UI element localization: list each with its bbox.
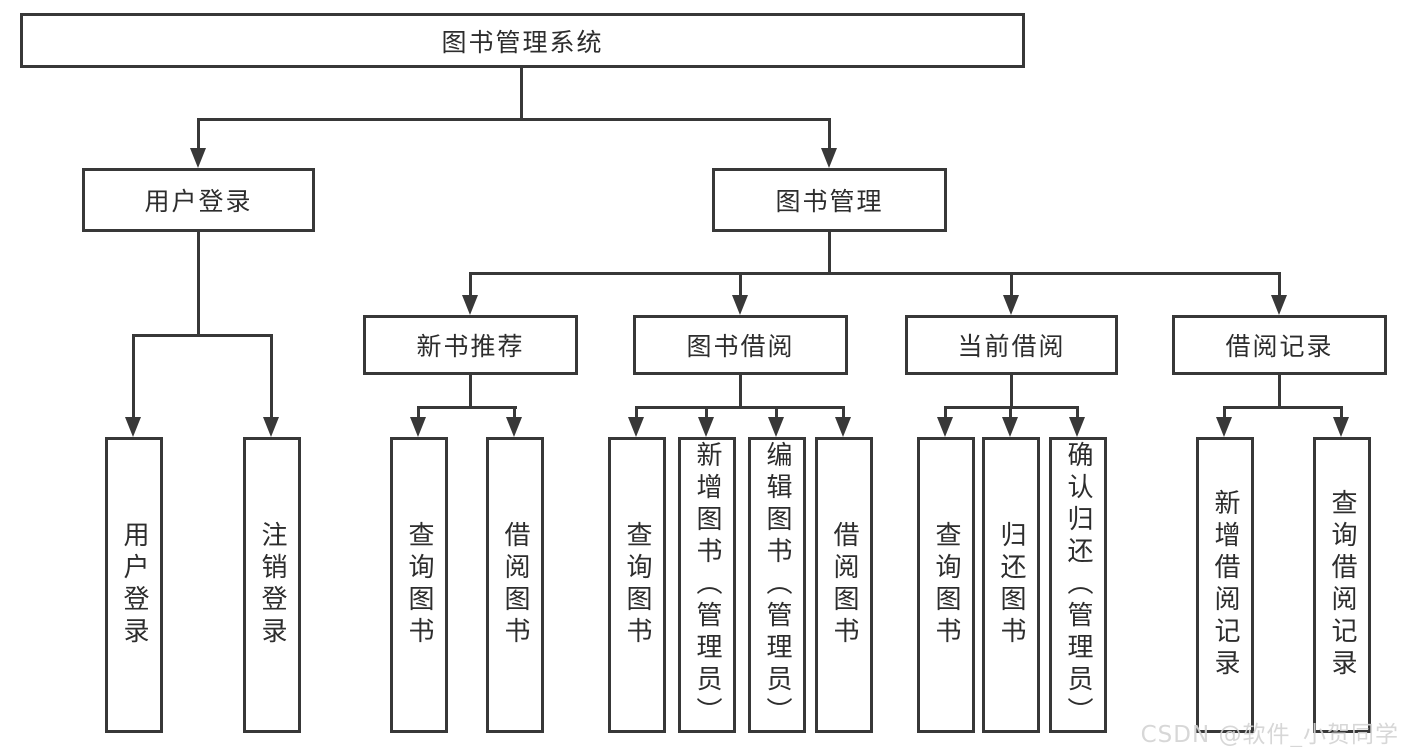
connector-arrow-down [1216,417,1232,437]
node-label: 确认归还（管理员） [1063,441,1093,729]
connector-arrow-down [732,295,748,315]
connector-line [469,272,472,298]
connector-line [417,406,420,420]
node-book-borrowing: 图书借阅 [633,315,848,375]
node-leaf-query-books-1: 查询图书 [390,437,448,733]
connector-arrow-down [1333,417,1349,437]
connector-line [739,373,742,408]
connector-line [1223,406,1226,420]
node-label: 归还图书 [996,521,1026,649]
connector-line [197,118,831,121]
connector-line [1009,406,1012,420]
connector-arrow-down [125,417,141,437]
node-leaf-query-books-2: 查询图书 [608,437,666,733]
node-leaf-borrow-books-2: 借阅图书 [815,437,873,733]
node-leaf-add-borrow-record: 新增借阅记录 [1196,437,1254,733]
connector-arrow-down [768,417,784,437]
node-label: 查询借阅记录 [1327,489,1357,681]
connector-line [1010,373,1013,408]
connector-arrow-down [1069,417,1085,437]
node-leaf-edit-books-admin: 编辑图书（管理员） [748,437,806,733]
connector-line [132,334,273,337]
node-label: 图书借阅 [686,332,795,361]
node-leaf-query-borrow-record: 查询借阅记录 [1313,437,1371,733]
connector-line [469,272,1281,275]
node-leaf-return-books: 归还图书 [982,437,1040,733]
node-label: 借阅图书 [829,521,859,649]
connector-line [1010,272,1013,298]
node-label: 借阅图书 [500,521,530,649]
connector-line [705,406,708,420]
connector-line [417,406,517,409]
node-leaf-user-login: 用户登录 [105,437,163,733]
node-label: 用户登录 [119,521,149,649]
node-label: 用户登录 [144,187,253,216]
connector-line [270,334,273,420]
node-new-book-recommend: 新书推荐 [363,315,578,375]
connector-line [828,118,831,152]
node-leaf-confirm-return-admin: 确认归还（管理员） [1049,437,1107,733]
node-borrowing-records: 借阅记录 [1172,315,1387,375]
connector-arrow-down [1271,295,1287,315]
node-leaf-add-books-admin: 新增图书（管理员） [678,437,736,733]
connector-line [1340,406,1343,420]
connector-arrow-down [1003,295,1019,315]
node-book-management: 图书管理 [712,168,947,232]
connector-arrow-down [628,417,644,437]
connector-line [842,406,845,420]
connector-arrow-down [462,295,478,315]
node-label: 图书管理系统 [441,27,604,57]
node-library-management-system: 图书管理系统 [20,13,1025,68]
connector-arrow-down [506,417,522,437]
csdn-watermark: CSDN @软件_小贺同学 [1140,722,1399,747]
connector-arrow-down [1002,417,1018,437]
node-leaf-query-books-3: 查询图书 [917,437,975,733]
node-user-login: 用户登录 [82,168,315,232]
connector-line [944,406,947,420]
connector-line [197,118,200,152]
node-label: 图书管理 [775,187,884,216]
node-leaf-logout: 注销登录 [243,437,301,733]
connector-line [520,66,523,120]
node-label: 查询图书 [622,521,652,649]
connector-line [197,230,200,336]
connector-line [1278,272,1281,298]
node-label: 注销登录 [257,521,287,649]
connector-arrow-down [263,417,279,437]
connector-arrow-down [190,148,206,168]
node-label: 编辑图书（管理员） [762,441,792,729]
node-current-borrowing: 当前借阅 [905,315,1118,375]
connector-line [132,334,135,420]
node-label: 查询图书 [404,521,434,649]
connector-line [635,406,845,409]
connector-line [513,406,516,420]
node-label: 新增借阅记录 [1210,489,1240,681]
connector-line [828,230,831,274]
connector-line [739,272,742,298]
node-label: 借阅记录 [1225,332,1334,361]
connector-line [1278,373,1281,408]
connector-arrow-down [821,148,837,168]
connector-arrow-down [410,417,426,437]
connector-arrow-down [937,417,953,437]
node-label: 查询图书 [931,521,961,649]
connector-line [1076,406,1079,420]
connector-line [635,406,638,420]
node-label: 新增图书（管理员） [692,441,722,729]
node-leaf-borrow-books-1: 借阅图书 [486,437,544,733]
connector-arrow-down [835,417,851,437]
connector-line [1223,406,1343,409]
connector-line [775,406,778,420]
node-label: 当前借阅 [957,332,1066,361]
connector-arrow-down [698,417,714,437]
node-label: 新书推荐 [416,332,525,361]
connector-line [469,373,472,408]
